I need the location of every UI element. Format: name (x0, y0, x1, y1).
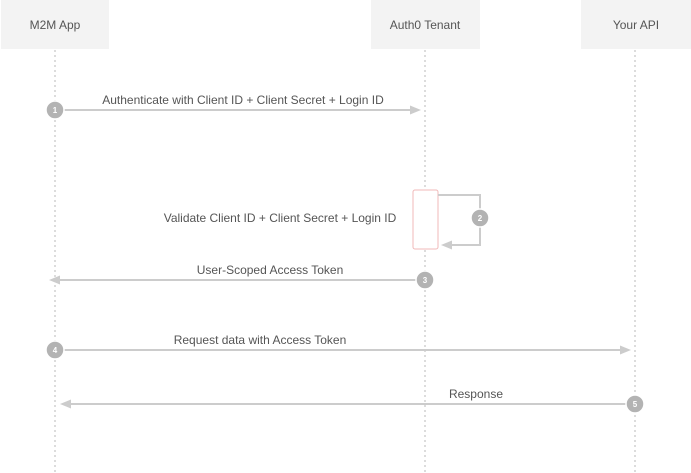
message-1: Authenticate with Client ID + Client Sec… (45, 93, 421, 120)
arrowhead-left (49, 275, 60, 285)
message-4: Request data with Access Token 4 (45, 333, 631, 360)
participant-auth0-tenant: Auth0 Tenant (371, 0, 480, 49)
message-label: Authenticate with Client ID + Client Sec… (102, 93, 384, 107)
message-3: User-Scoped Access Token 3 (49, 263, 435, 290)
activation-box (412, 189, 439, 250)
step-badge (45, 100, 65, 120)
participant-label: Your API (613, 18, 659, 32)
arrowhead-left (60, 399, 71, 409)
step-badge (415, 270, 435, 290)
participant-your-api: Your API (581, 0, 691, 49)
step-number: 4 (53, 346, 58, 355)
participant-label: Auth0 Tenant (390, 18, 461, 32)
step-number: 3 (423, 276, 428, 285)
message-label: User-Scoped Access Token (197, 263, 344, 277)
participant-m2m-app: M2M App (1, 0, 109, 49)
step-badge (45, 340, 65, 360)
message-5: Response 5 (60, 387, 645, 414)
message-2: Validate Client ID + Client Secret + Log… (164, 194, 490, 250)
arrowhead-right (410, 105, 421, 115)
message-label: Request data with Access Token (174, 333, 347, 347)
message-label: Response (449, 387, 503, 401)
arrowhead-right (620, 345, 631, 355)
step-badge (625, 394, 645, 414)
arrowhead-left (441, 240, 452, 250)
step-number: 2 (478, 214, 483, 223)
step-badge (470, 208, 490, 228)
message-label: Validate Client ID + Client Secret + Log… (164, 211, 397, 225)
step-number: 5 (633, 400, 638, 409)
participant-label: M2M App (30, 18, 81, 32)
step-number: 1 (53, 106, 58, 115)
